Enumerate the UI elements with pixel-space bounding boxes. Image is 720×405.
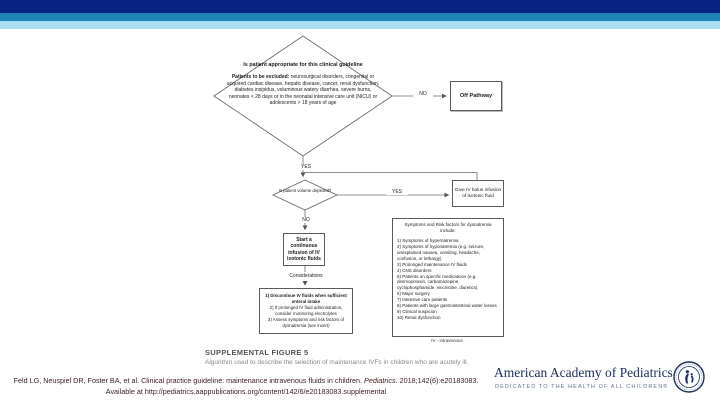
figure-caption: SUPPLEMENTAL FIGURE 5 Algorithm used to …: [205, 348, 535, 366]
start-infusion-box: Start a continuous infusion of IV isoton…: [283, 233, 325, 266]
yes-label-top: YES: [295, 164, 317, 170]
symptoms-item: 6) Major surgery: [397, 291, 430, 297]
aap-seal-icon: [673, 361, 705, 393]
figure-caption-label: SUPPLEMENTAL FIGURE 5: [205, 348, 309, 357]
aap-logo: American Academy of Pediatrics DEDICATED…: [492, 360, 720, 404]
iv-footnote: IV - intravenous: [431, 338, 463, 343]
symptoms-item: 9) Clinical suspicion: [397, 309, 437, 315]
considerations-label: Considerations: [275, 273, 337, 279]
off-pathway-box: Off Pathway: [450, 81, 502, 111]
header-bar-blue: [0, 13, 720, 21]
symptoms-heading: Symptoms and Risk factors for dysnatremi…: [404, 222, 492, 233]
aap-logo-name: American Academy of Pediatrics: [494, 365, 673, 380]
considerations-item: 2) If prolonged IV fluid administration,…: [269, 305, 343, 316]
top-decision-title: Is patient appropriate for this clinical…: [243, 62, 363, 68]
citation-line1-post: 2018;142(6):e20183083.: [397, 376, 479, 385]
citation-line2: Available at http://pediatrics.aappublic…: [105, 386, 387, 396]
header-bar-lightblue: [0, 21, 720, 29]
exclusions-text: neurosurgical disorders, congenital or a…: [226, 74, 380, 107]
symptoms-item: 10) Renal dysfunction: [397, 315, 441, 321]
citation-line1: Feld LG, Neuspiel DR, Foster BA, et al. …: [0, 376, 492, 387]
figure-caption-text: Algorithm used to describe the selection…: [205, 359, 469, 366]
symptoms-item: 4) CNS disorders: [397, 267, 432, 273]
volume-decision-text: Is patient volume depleted?: [278, 188, 332, 193]
symptoms-item: 1) Symptoms of hypernatremia: [397, 237, 459, 243]
symptoms-item: 2) Symptoms of hyponatremia (e.g. seizur…: [397, 243, 485, 261]
considerations-box: 1) Discontinue IV fluids when sufficient…: [259, 288, 353, 334]
header-bar-navy: [0, 0, 720, 13]
symptoms-item: 8) Patients with large gastrointestinal …: [397, 303, 497, 309]
citation-journal: Pediatrics.: [364, 376, 398, 385]
volume-decision-diamond: [271, 179, 339, 211]
considerations-item: 3) Assess symptoms and risk factors of d…: [267, 316, 345, 328]
symptoms-item: 7) Intensive care patients: [397, 297, 448, 303]
symptoms-item: 5) Patients on specific medications (e.g…: [397, 273, 478, 291]
top-decision-exclusions: Patients to be excluded: neurosurgical d…: [226, 74, 380, 107]
aap-logo-tagline: DEDICATED TO THE HEALTH OF ALL CHILDREN®: [495, 384, 669, 390]
citation-line1-pre: Feld LG, Neuspiel DR, Foster BA, et al. …: [13, 376, 365, 385]
no-label-volume: NO: [296, 217, 316, 223]
bolus-box: Give IV bolus infusion of isotonic fluid: [452, 180, 504, 207]
feedback-line-bolus: [303, 172, 478, 180]
top-decision-text: Is patient appropriate for this clinical…: [226, 62, 380, 107]
citation: Feld LG, Neuspiel DR, Foster BA, et al. …: [0, 376, 492, 397]
yes-label-volume: YES: [386, 189, 408, 195]
exclusions-label: Patients to be excluded:: [231, 74, 290, 81]
considerations-item: 1) Discontinue IV fluids when sufficient…: [265, 293, 347, 305]
symptoms-box: Symptoms and Risk factors for dysnatremi…: [392, 218, 504, 337]
no-label-top: NO: [413, 91, 433, 97]
symptoms-item: 3) Prolonged maintenance IV fluids: [397, 261, 468, 267]
